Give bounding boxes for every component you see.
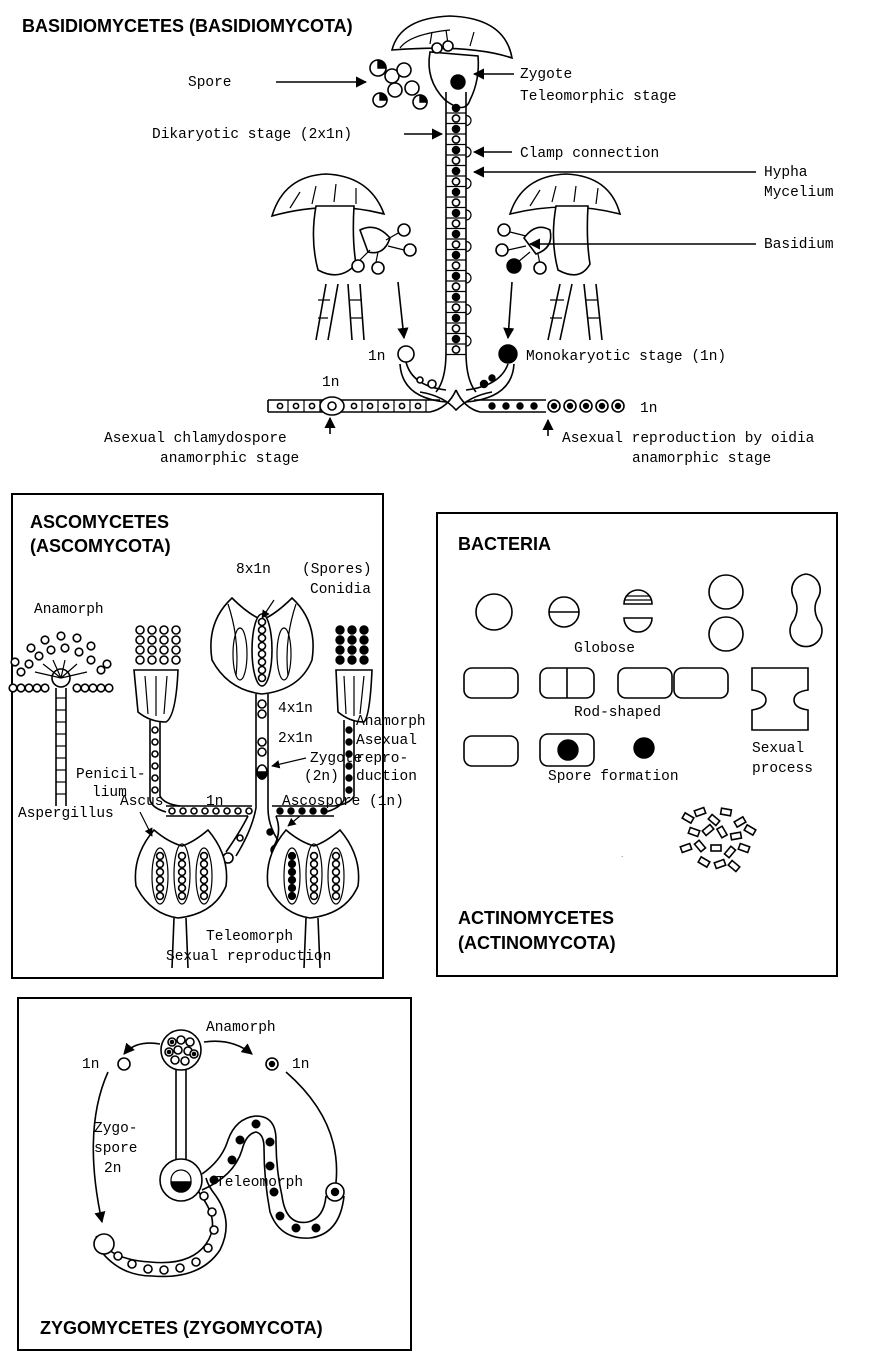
penicillium-label: Penicil- <box>76 767 146 783</box>
zygospore-label-2: spore <box>94 1141 138 1157</box>
asexual-label: Asexual <box>356 733 417 749</box>
zygote-label: Zygote <box>520 67 572 83</box>
globose-forms <box>476 574 822 651</box>
spore-label: Spore <box>188 75 232 91</box>
zygomycetes-section: Anamorph 1n 1n <box>18 998 411 1350</box>
basidiomycetes-section: BASIDIOMYCETES (BASIDIOMYCOTA) <box>22 16 834 467</box>
1n-chlamydospore-label: 1n <box>322 375 339 391</box>
actinomycete-forms <box>446 798 756 880</box>
dikaryotic-stage-label: Dikaryotic stage (2x1n) <box>152 127 352 143</box>
bacteria-title: BACTERIA <box>458 534 551 554</box>
ascomycota-title: (ASCOMYCOTA) <box>30 536 171 556</box>
2x1n-label: 2x1n <box>278 731 313 747</box>
actinomycetes-title: ACTINOMYCETES <box>458 908 614 928</box>
1n-oidia-label: 1n <box>640 401 657 417</box>
spore-formation <box>464 734 654 766</box>
sexual-process-label: Sexual <box>752 741 804 757</box>
anamorph-zygo-label: Anamorph <box>206 1020 276 1036</box>
sporangium <box>161 1030 201 1168</box>
spore-formation-label: Spore formation <box>548 769 679 785</box>
basidium-label: Basidium <box>764 237 834 253</box>
1n-asco-label: 1n <box>206 794 223 810</box>
zygomycetes-title: ZYGOMYCETES (ZYGOMYCOTA) <box>40 1318 323 1338</box>
zygote-2n-label: Zygote <box>310 751 362 767</box>
left-basidiocarp <box>272 174 416 340</box>
spores-label: (Spores) <box>302 562 372 578</box>
oidia-stage-label: anamorphic stage <box>632 451 771 467</box>
bacteria-section: BACTERIA Globose Rod-shaped <box>437 513 837 976</box>
lower-right-ascocarp <box>267 830 358 968</box>
teleomorph-label: Teleomorph <box>206 929 293 945</box>
basidiomycetes-title: BASIDIOMYCETES (BASIDIOMYCOTA) <box>22 16 353 36</box>
reproduction-label-1: repro- <box>356 751 408 767</box>
monokaryotic-stage-label: Monokaryotic stage (1n) <box>526 349 726 365</box>
chlamydospore-stage-label: anamorphic stage <box>160 451 299 467</box>
aspergillus-label: Aspergillus <box>18 806 114 822</box>
anamorph-right-label: Anamorph <box>356 714 426 730</box>
reproduction-label-2: duction <box>356 769 417 785</box>
8x1n-label: 8x1n <box>236 562 271 578</box>
zygomycetes-panel <box>18 998 411 1350</box>
penicillium-conidiophore-left <box>134 626 180 812</box>
anamorph-left-label: Anamorph <box>34 602 104 618</box>
1n-zygo-left-label: 1n <box>82 1057 99 1073</box>
chlamydospore-label: Asexual chlamydospore <box>104 431 287 447</box>
globose-label: Globose <box>574 641 635 657</box>
dikaryotic-hypha <box>446 92 471 355</box>
zygospore-label-1: Zygo- <box>94 1121 138 1137</box>
spore-cluster <box>370 60 427 109</box>
zygospore-label-3: 2n <box>104 1161 121 1177</box>
ascomycetes-title: ASCOMYCETES <box>30 512 169 532</box>
actinomycota-title: (ACTINOMYCOTA) <box>458 933 616 953</box>
sexual-reproduction-label: Sexual reproduction <box>166 949 331 965</box>
mycelium-label: Mycelium <box>764 185 834 201</box>
4x1n-label: 4x1n <box>278 701 313 717</box>
teleomorphic-stage-label: Teleomorphic stage <box>520 89 677 105</box>
clamp-connection-label: Clamp connection <box>520 146 659 162</box>
teleomorph-zygo-label: Teleomorph <box>216 1175 303 1191</box>
ascospore-label: Ascospore (1n) <box>282 794 404 810</box>
ascus-label: Ascus <box>120 794 164 810</box>
oidia-label: Asexual reproduction by oidia <box>562 431 815 447</box>
zygote-ploidy-label: (2n) <box>304 769 339 785</box>
conidia-label: Conidia <box>310 582 371 598</box>
1n-left-label: 1n <box>368 349 385 365</box>
right-basidiocarp <box>496 174 620 340</box>
rod-shaped-label: Rod-shaped <box>574 705 661 721</box>
hypha-label: Hypha <box>764 165 808 181</box>
sexual-process-label-2: process <box>752 761 813 777</box>
lower-left-ascocarp <box>135 830 226 968</box>
ascomycetes-section: ASCOMYCETES (ASCOMYCOTA) <box>9 494 425 978</box>
1n-zygo-right-label: 1n <box>292 1057 309 1073</box>
